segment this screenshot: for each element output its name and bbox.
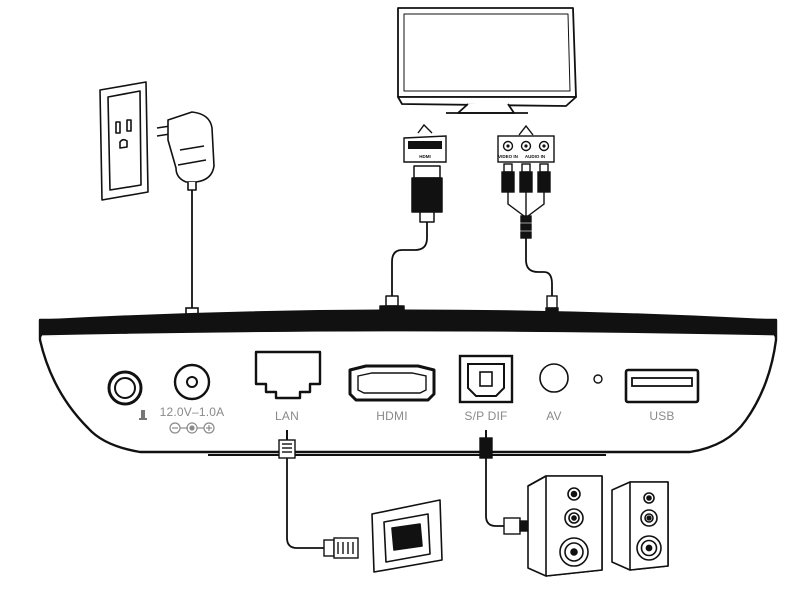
rca-plugs <box>501 163 551 239</box>
reset-button-icon[interactable] <box>107 370 147 420</box>
speaker-icon <box>611 481 669 571</box>
polarity-icon <box>169 422 215 434</box>
spdif-port[interactable] <box>458 354 514 404</box>
ethernet-wall-jack-icon <box>371 499 443 573</box>
led-indicator <box>593 374 603 384</box>
av-cable <box>525 238 553 298</box>
power-jack-icon[interactable] <box>173 363 211 401</box>
lan-plug-end <box>323 537 359 559</box>
usb-label: USB <box>649 409 674 423</box>
tv-hdmi-badge-label: HDMI <box>419 154 431 159</box>
tv-hdmi-badge: HDMI <box>403 123 447 163</box>
hdmi-label: HDMI <box>376 409 407 423</box>
tv-video-in-label: VIDEO IN <box>498 154 518 159</box>
hdmi-plug-top: HDMI <box>411 165 443 223</box>
lan-port[interactable] <box>254 350 322 400</box>
spdif-label: S/P DIF <box>464 409 507 423</box>
av-label: AV <box>546 409 562 423</box>
tv-av-panel: VIDEO IN AUDIO IN <box>497 124 555 163</box>
hdmi-cable <box>391 222 428 298</box>
av-port[interactable] <box>539 363 569 393</box>
spdif-plug-end <box>503 517 529 535</box>
power-rating-label: 12.0V–1.0A <box>160 405 225 419</box>
tv-icon <box>397 7 577 114</box>
usb-port[interactable] <box>624 368 700 404</box>
power-adapter-icon <box>156 111 215 191</box>
hdmi-plug-top-label: HDMI <box>425 189 431 202</box>
hdmi-port[interactable] <box>348 364 436 402</box>
tv-audio-in-label: AUDIO IN <box>525 154 545 159</box>
lan-cable <box>286 458 324 549</box>
wall-outlet-icon <box>99 81 149 201</box>
speaker-icon <box>527 475 603 577</box>
lan-label: LAN <box>275 409 299 423</box>
spdif-cable <box>485 458 506 527</box>
lan-plug <box>278 430 296 459</box>
